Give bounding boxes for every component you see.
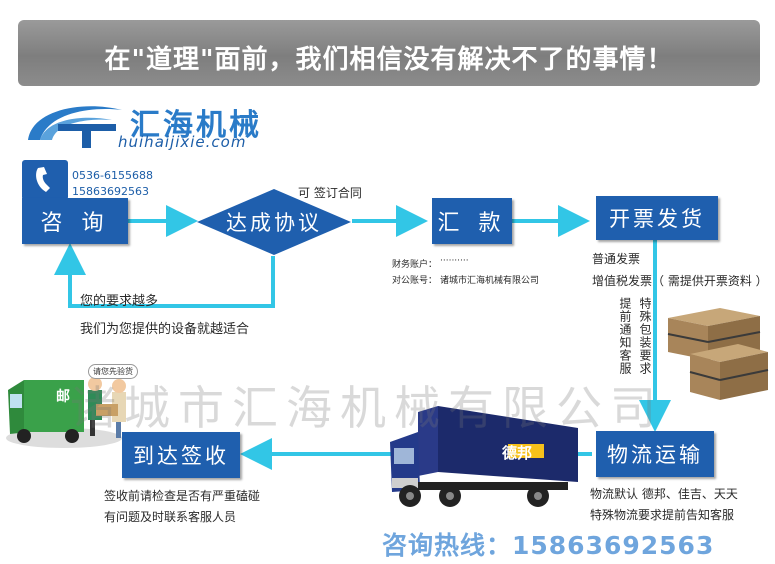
vat-invoice-note: 增值税发票（ 需提供开票资料 ） bbox=[592, 274, 768, 288]
account-label: 财务账户： bbox=[392, 260, 438, 270]
logo-url: huihaijixie.com bbox=[118, 133, 247, 151]
contract-note: 可 签订合同 bbox=[298, 186, 362, 200]
account-value: ·········· bbox=[440, 256, 469, 266]
public-account-label: 对公账号： bbox=[392, 276, 438, 286]
truck-brand-label: 德邦 bbox=[502, 444, 533, 462]
special-packing-note: 特殊包装要求 bbox=[638, 297, 652, 375]
watermark-text: 诸城市汇海机械有限公司 bbox=[70, 381, 664, 435]
special-logistics-note: 特殊物流要求提前告知客服 bbox=[590, 508, 735, 522]
step-consult: 咨 询 bbox=[22, 198, 128, 244]
step-agree-diamond bbox=[197, 189, 351, 255]
mobile-number: 15863692563 bbox=[72, 185, 149, 198]
speech-bubble: 请您先验货 bbox=[88, 364, 138, 379]
step-arrive: 到达签收 bbox=[122, 432, 240, 478]
notify-customer-note: 提前通知客服 bbox=[618, 297, 632, 375]
logistics-truck-icon bbox=[390, 406, 578, 507]
public-account-value: 诸城市汇海机械有限公司 bbox=[440, 276, 540, 286]
company-logo-icon bbox=[28, 106, 122, 148]
step-remit: 汇 款 bbox=[432, 198, 512, 244]
sign-check-note: 签收前请检查是否有严重磕碰 bbox=[104, 489, 261, 503]
slogan-banner: 在"道理"面前，我们相信没有解决不了的事情！ bbox=[18, 20, 760, 86]
delivery-van-icon bbox=[6, 377, 126, 448]
normal-invoice-note: 普通发票 bbox=[592, 252, 641, 266]
wooden-crates-icon bbox=[667, 308, 769, 400]
default-logistics-note: 物流默认 德邦、佳吉、天天 bbox=[590, 487, 738, 501]
phone-number: 0536-6155688 bbox=[72, 169, 153, 182]
phone-icon bbox=[22, 160, 68, 200]
step-logistics: 物流运输 bbox=[596, 431, 714, 477]
requirements-note: 您的要求越多 bbox=[80, 294, 159, 309]
arrow-feedback-loop bbox=[54, 243, 275, 308]
logo-name: 汇海机械 bbox=[130, 108, 262, 143]
slogan-text: 在"道理"面前，我们相信没有解决不了的事情！ bbox=[104, 45, 674, 75]
contact-service-note: 有问题及时联系客服人员 bbox=[104, 510, 237, 524]
step-agree-label: 达成协议 bbox=[226, 211, 322, 235]
suitable-note: 我们为您提供的设备就越适合 bbox=[80, 322, 250, 337]
van-sign: 邮 bbox=[56, 389, 70, 405]
step-invoice: 开票发货 bbox=[596, 196, 718, 240]
hotline-text: 咨询热线：15863692563 bbox=[382, 531, 715, 560]
